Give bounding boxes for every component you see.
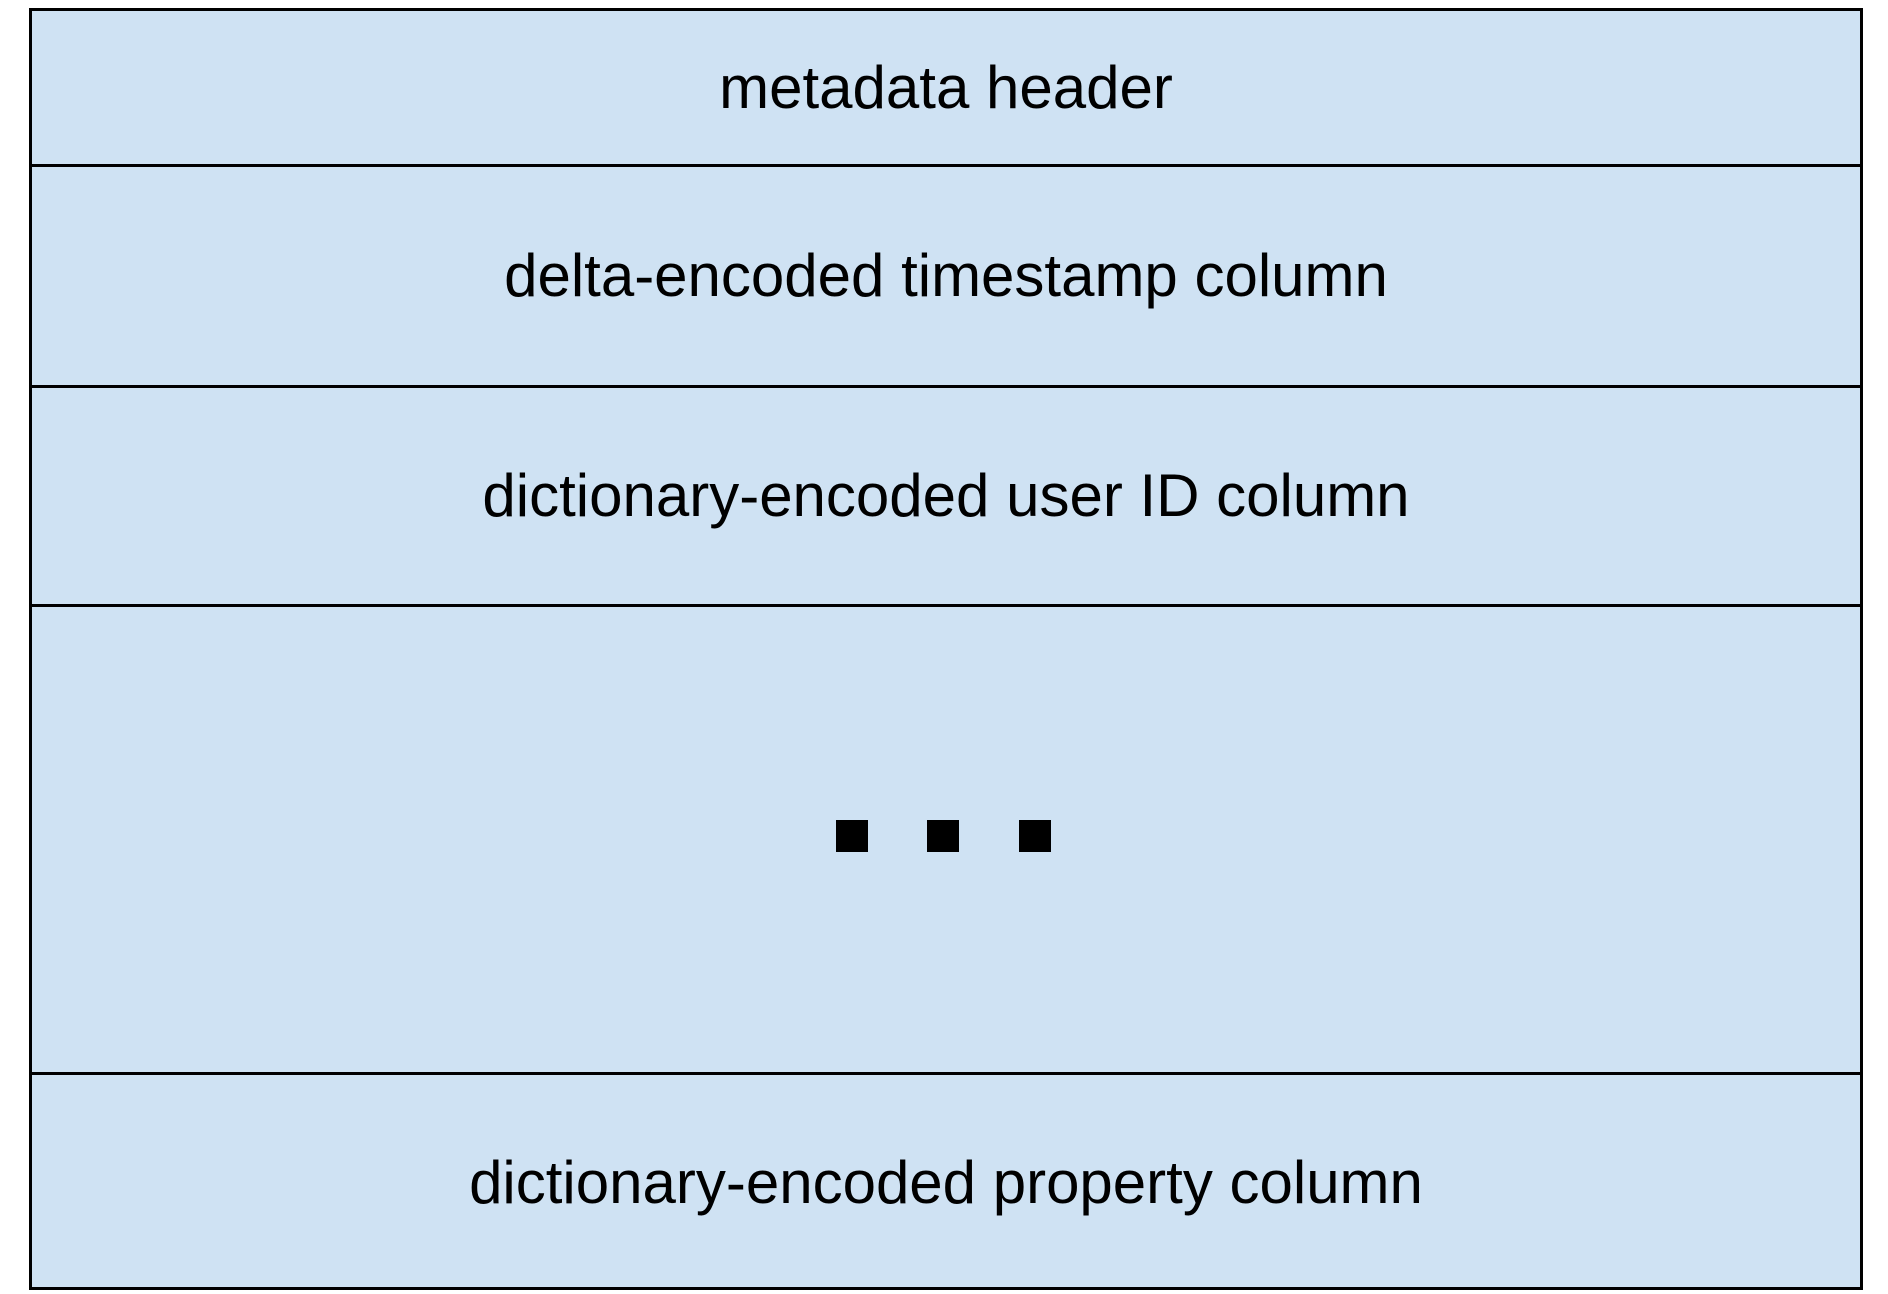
ellipsis-icon [836, 819, 1056, 860]
segment-layout-diagram: metadata header delta-encoded timestamp … [29, 8, 1863, 1290]
ellipsis-section [32, 607, 1860, 1075]
ellipsis-dot [1019, 819, 1051, 852]
property-column-section: dictionary-encoded property column [32, 1075, 1860, 1290]
section-label: dictionary-encoded property column [469, 1148, 1423, 1216]
metadata-header-section: metadata header [32, 11, 1860, 167]
ellipsis-dot [927, 819, 959, 852]
section-label: metadata header [719, 53, 1173, 121]
user-id-column-section: dictionary-encoded user ID column [32, 388, 1860, 607]
section-label: delta-encoded timestamp column [504, 242, 1388, 309]
section-label: dictionary-encoded user ID column [482, 462, 1410, 529]
ellipsis-dot [836, 819, 868, 852]
timestamp-column-section: delta-encoded timestamp column [32, 167, 1860, 388]
